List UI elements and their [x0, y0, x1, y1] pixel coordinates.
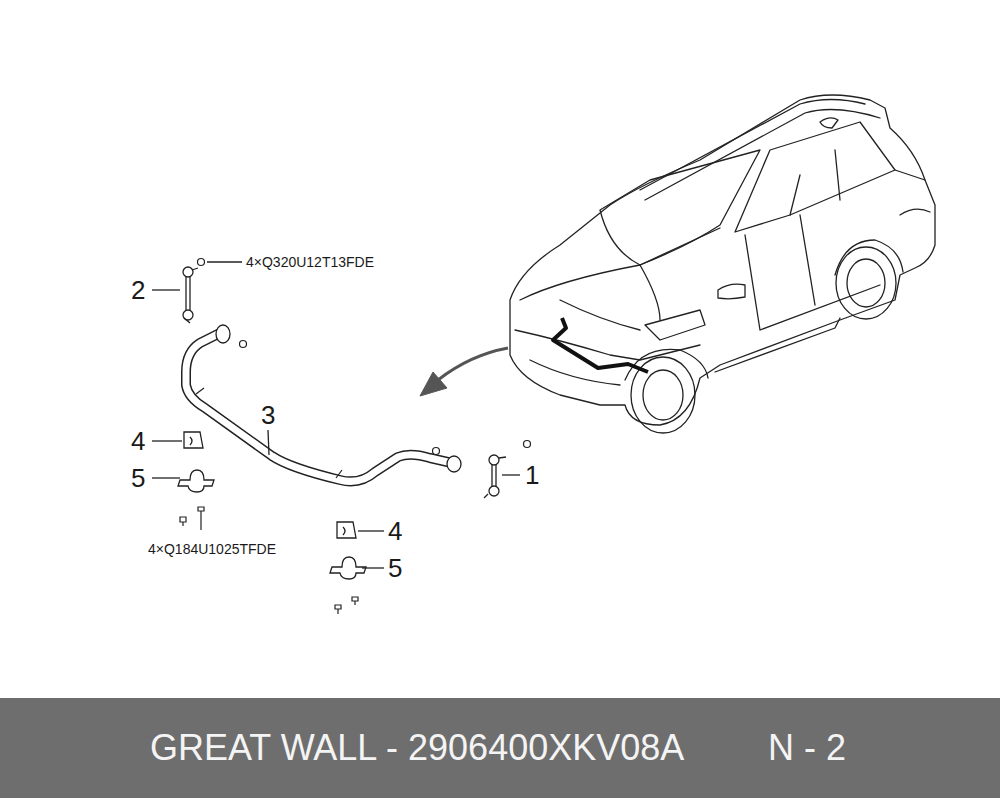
stabilizer-link — [484, 455, 506, 498]
callout-number: 2 — [131, 277, 145, 303]
bushing-bracket — [178, 470, 366, 579]
callout-number: 1 — [525, 462, 539, 488]
part-code: 4×Q320U12T13FDE — [246, 255, 374, 269]
callout-number: 3 — [261, 402, 275, 428]
pointer-arrow — [438, 348, 508, 380]
stabilizer-link — [183, 267, 198, 323]
callout-number: 5 — [131, 465, 145, 491]
title-band: GREAT WALL - 2906400XKV08A N - 2 — [0, 698, 1000, 798]
bolt — [180, 507, 358, 614]
vehicle-outline — [510, 95, 935, 433]
leader-line — [152, 262, 520, 568]
part-code: 4×Q184U1025TFDE — [148, 542, 276, 556]
callout-number: 4 — [388, 518, 402, 544]
pointer-arrow-head — [420, 372, 447, 396]
stabilizer-location — [553, 318, 648, 372]
band-text: N - 2 — [768, 730, 846, 766]
callout-number: 5 — [388, 555, 402, 581]
band-text: GREAT WALL - 2906400XKV08A — [150, 730, 684, 766]
stabilizer-bar — [186, 325, 461, 481]
nut — [198, 259, 531, 455]
callout-number: 4 — [131, 428, 145, 454]
